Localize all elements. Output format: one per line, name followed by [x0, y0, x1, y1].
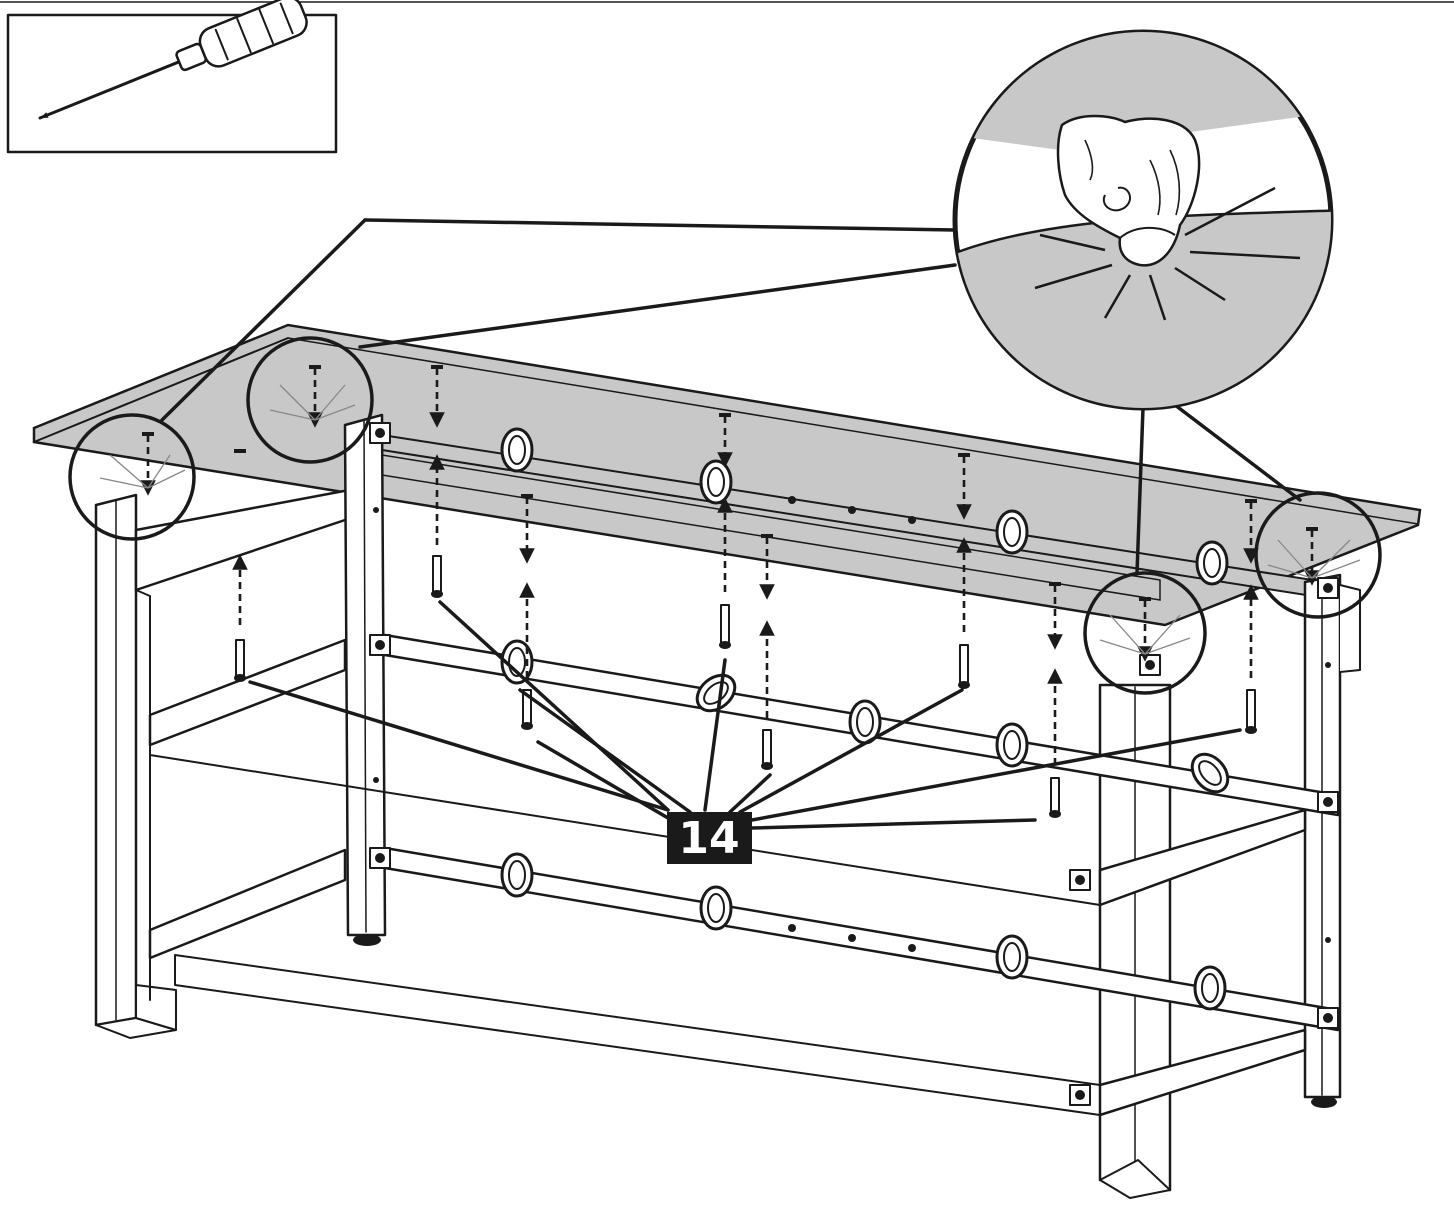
cam-locks	[500, 427, 1230, 1011]
impact-lines	[1034, 186, 1301, 321]
screw-heads	[142, 365, 1318, 601]
screwdriver-icon	[38, 0, 308, 120]
insertion-arrows	[140, 368, 1320, 765]
press-mark-front-right	[1083, 571, 1207, 695]
press-mark-front-left	[68, 413, 196, 541]
corner-zoom-circles	[68, 336, 1382, 695]
press-mark-back-left	[246, 336, 374, 464]
tool-box	[6, 0, 338, 154]
dowels	[234, 555, 1257, 818]
bottom-shelf	[148, 846, 1340, 1117]
hand-press-callout	[952, 29, 1334, 411]
rail-holes	[373, 496, 1331, 952]
leg-back-left	[94, 493, 177, 1039]
press-mark-back-right	[1254, 491, 1382, 619]
fist-icon	[1056, 114, 1201, 267]
callout-connectors	[160, 218, 1302, 575]
part-number: 14	[678, 813, 739, 864]
leg-back-right	[1098, 683, 1172, 1199]
part-label: 14	[667, 812, 752, 864]
label-leaders	[248, 600, 1242, 830]
